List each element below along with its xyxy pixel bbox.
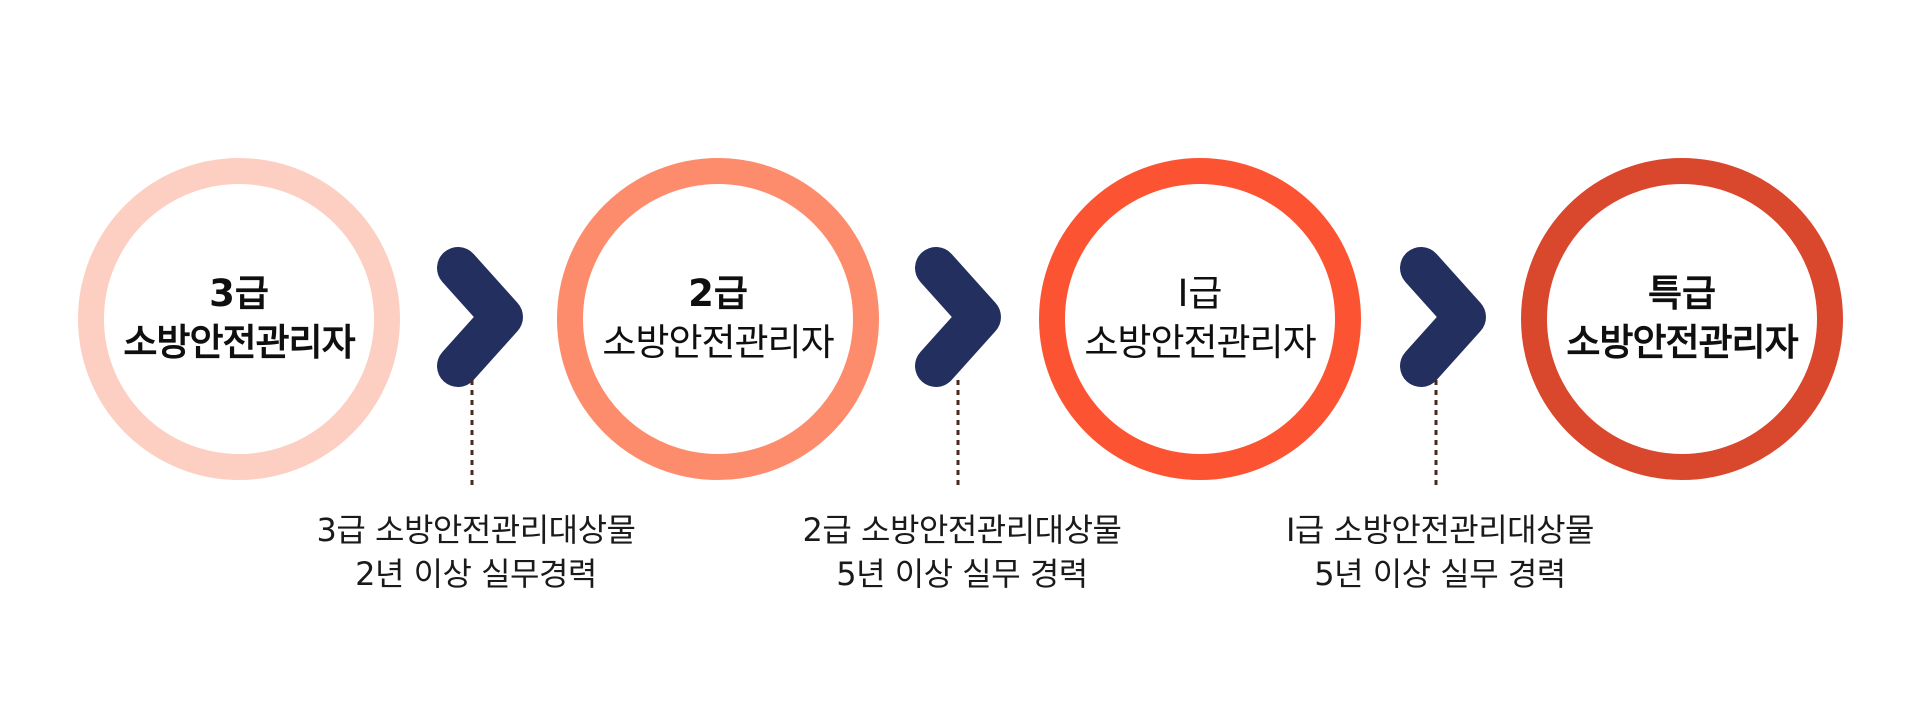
stage-title: 소방안전관리자 xyxy=(1084,321,1316,364)
requirement-line-1: 2급 소방안전관리대상물 xyxy=(802,511,1122,549)
requirement-line-1: 3급 소방안전관리대상물 xyxy=(316,511,636,549)
chevron-right-icon xyxy=(915,247,1001,387)
requirement-line-2: 2년 이상 실무경력 xyxy=(355,555,597,593)
stage-title: 소방안전관리자 xyxy=(602,321,834,364)
chevron-right-icon xyxy=(437,247,523,387)
stage-grade-2: 2급 소방안전관리자 xyxy=(557,158,879,480)
stage-grade-label: I급 xyxy=(1177,272,1223,315)
stage-grade-label: 2급 xyxy=(688,272,748,315)
dotted-connector-line xyxy=(1434,380,1438,488)
dotted-connector-line xyxy=(956,380,960,488)
stage-grade-3: 3급 소방안전관리자 xyxy=(78,158,400,480)
requirement-caption: I급 소방안전관리대상물 5년 이상 실무 경력 xyxy=(1230,508,1650,596)
requirement-line-2: 5년 이상 실무 경력 xyxy=(836,555,1088,593)
stage-title: 소방안전관리자 xyxy=(1566,321,1798,364)
requirement-caption: 2급 소방안전관리대상물 5년 이상 실무 경력 xyxy=(752,508,1172,596)
requirement-line-2: 5년 이상 실무 경력 xyxy=(1314,555,1566,593)
stage-grade-1: I급 소방안전관리자 xyxy=(1039,158,1361,480)
requirement-caption: 3급 소방안전관리대상물 2년 이상 실무경력 xyxy=(266,508,686,596)
stage-grade-label: 3급 xyxy=(209,272,269,315)
stage-grade-label: 특급 xyxy=(1647,272,1717,315)
stage-grade-special: 특급 소방안전관리자 xyxy=(1521,158,1843,480)
dotted-connector-line xyxy=(470,380,474,488)
requirement-line-1: I급 소방안전관리대상물 xyxy=(1285,511,1595,549)
chevron-right-icon xyxy=(1400,247,1486,387)
stage-title: 소방안전관리자 xyxy=(123,321,355,364)
